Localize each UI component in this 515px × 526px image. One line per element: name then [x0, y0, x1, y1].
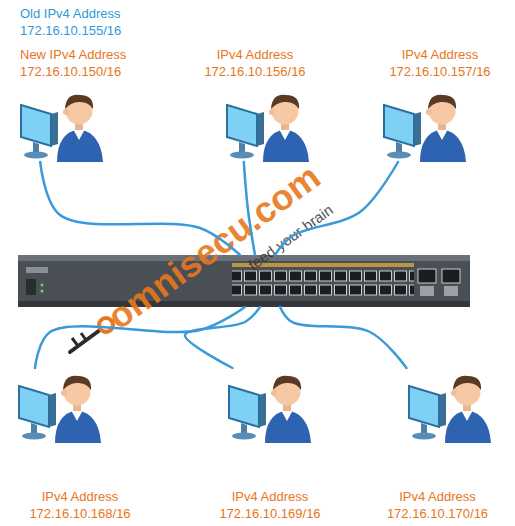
switch-icon	[18, 255, 470, 307]
address-heading: IPv4 Address	[360, 489, 515, 505]
computer-user-icon	[380, 87, 470, 162]
icon-use	[409, 376, 491, 443]
workstation: Old IPv4 Address172.16.10.155/16New IPv4…	[5, 2, 165, 162]
ip-address: 172.16.10.156/16	[185, 64, 325, 80]
ip-address: 172.16.10.170/16	[360, 506, 515, 522]
workstation: IPv4 Address172.16.10.157/16	[370, 45, 510, 162]
key-tooth	[81, 333, 86, 340]
computer-user-icon	[225, 368, 315, 443]
network-cable	[275, 162, 398, 255]
address-heading: IPv4 Address	[5, 489, 155, 505]
ip-address: 172.16.10.157/16	[370, 64, 510, 80]
icon-use	[227, 95, 309, 162]
icon-use	[384, 95, 466, 162]
ip-address: 172.16.10.150/16	[20, 64, 121, 80]
network-cable	[35, 307, 245, 368]
computer-user-icon	[223, 87, 313, 162]
key-tooth	[72, 338, 78, 346]
icon-use	[21, 95, 103, 162]
key-shaft	[70, 330, 100, 352]
icon-use	[229, 376, 311, 443]
workstation: IPv4 Address172.16.10.169/16	[195, 368, 345, 523]
computer-user-icon	[17, 87, 107, 162]
address-heading: Old IPv4 Address	[20, 6, 120, 22]
network-cable	[244, 162, 255, 255]
network-cable	[40, 162, 240, 255]
icon-use	[18, 255, 470, 307]
watermark: omnisecu.com	[100, 156, 329, 338]
address-heading: New IPv4 Address	[20, 47, 126, 63]
workstation: IPv4 Address172.16.10.156/16	[185, 45, 325, 162]
icon-use	[19, 376, 101, 443]
computer-user-icon	[15, 368, 105, 443]
address-heading: IPv4 Address	[195, 489, 345, 505]
network-switch	[18, 255, 470, 307]
ip-address: 172.16.10.155/16	[20, 23, 121, 39]
workstation: IPv4 Address172.16.10.168/16	[5, 368, 155, 523]
ip-address: 172.16.10.168/16	[5, 506, 155, 522]
computer-user-icon	[405, 368, 495, 443]
network-cable	[185, 307, 260, 368]
workstation: IPv4 Address172.16.10.170/16	[360, 368, 515, 523]
address-heading: IPv4 Address	[370, 47, 510, 63]
address-heading: IPv4 Address	[185, 47, 325, 63]
network-cable	[280, 307, 407, 368]
ip-address: 172.16.10.169/16	[195, 506, 345, 522]
